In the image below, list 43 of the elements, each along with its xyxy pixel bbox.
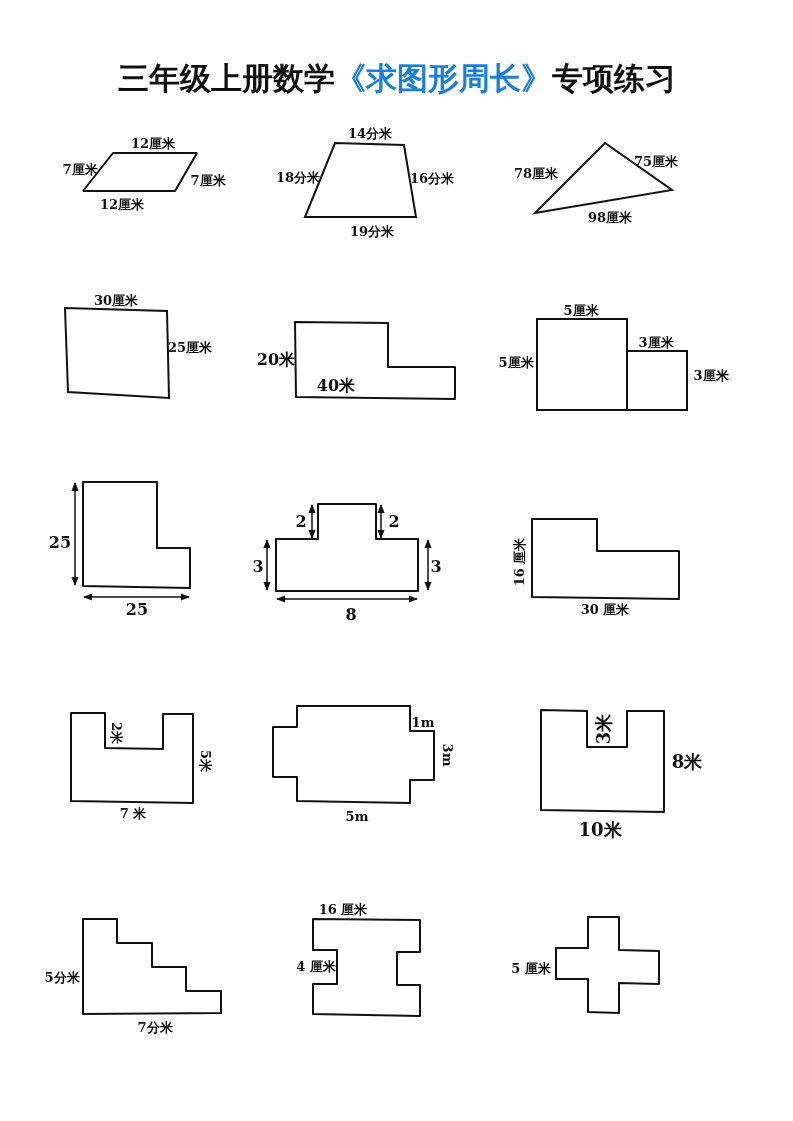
dimension-label: 3m [440,743,454,767]
dimension-label: 40米 [316,378,356,394]
dimension-label: 18分米 [275,170,321,184]
dimension-label: 8米 [671,753,703,771]
dimension-label: 30 厘米 [580,602,630,616]
dimension-label: 25 [48,535,72,551]
dimension-label: 7厘米 [62,162,98,176]
dimension-label: 3 [430,559,442,575]
dimension-label: 75厘米 [633,154,679,168]
dimension-label: 78厘米 [513,166,559,180]
dimension-label: 98厘米 [587,210,633,224]
dimension-label: 7分米 [137,1020,173,1034]
dimension-label: 5厘米 [563,303,599,317]
dimension-label: 2 [388,514,400,530]
dimension-label: 5 厘米 [511,961,551,975]
dimension-label: 16分米 [409,171,455,185]
dimension-label: 16 厘米 [318,902,368,916]
dimension-label: 1m [411,715,435,729]
dimension-label: 25厘米 [167,340,213,354]
dimension-label: 8 [345,607,357,623]
dimension-label: 5厘米 [498,355,534,369]
dimension-label: 25 [125,602,149,618]
dimension-label: 7 米 [119,806,147,820]
dimension-label: 5分米 [44,970,80,984]
dimension-label: 20米 [256,352,296,368]
dimension-label: 19分米 [349,224,395,238]
dimension-label: 5m [345,809,369,823]
dimension-label: 10米 [578,821,622,839]
dimension-label: 30厘米 [93,293,139,307]
dimension-label: 5米 [198,750,212,772]
dimension-label: 4 厘米 [296,959,336,973]
dimension-label: 3厘米 [638,335,674,349]
dimension-label: 12厘米 [99,197,145,211]
dimension-label: 3 [252,559,264,575]
dimension-label: 3厘米 [693,368,729,382]
dimension-label: 3米 [595,713,613,745]
dimension-label: 16 厘米 [512,537,526,587]
dimension-label: 12厘米 [130,136,176,150]
dimension-label: 2米 [109,722,123,744]
dimension-label: 7厘米 [190,173,226,187]
dimension-label: 2 [295,514,307,530]
dimension-label: 14分米 [347,126,393,140]
title: 三年级上册数学《求图形周长》专项练习 [116,59,677,98]
